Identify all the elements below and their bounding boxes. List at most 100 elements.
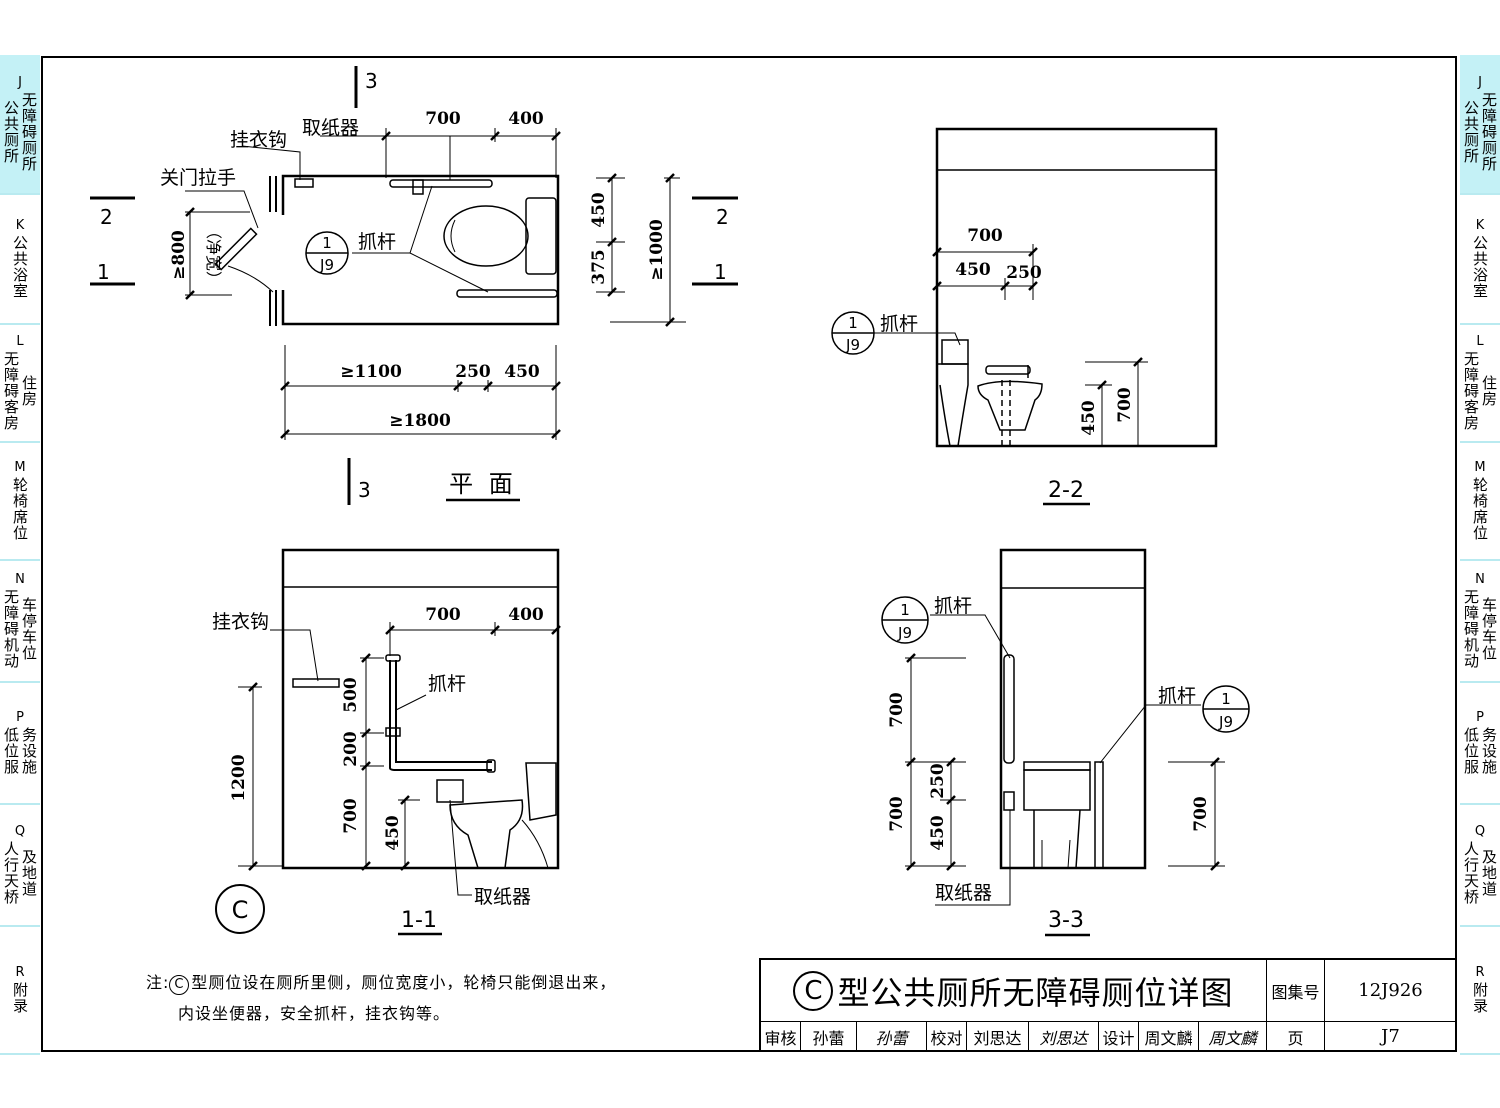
drawing-frame: [41, 56, 1457, 1052]
tab-letter: K: [1475, 218, 1485, 233]
plan-paper-holder-label: 取纸器: [302, 117, 359, 139]
note-prefix: 注:: [146, 973, 170, 992]
plan-dim-right-a: 450: [589, 192, 609, 228]
tab-letter: K: [15, 218, 25, 233]
tab-letter: N: [1475, 572, 1485, 587]
left-tab-m[interactable]: M 轮椅席位: [0, 443, 40, 561]
right-tab-k[interactable]: K 公共浴室: [1460, 195, 1500, 325]
sec33-ref-a-top: 1: [900, 601, 910, 619]
plan-coat-hook-label: 挂衣钩: [230, 129, 287, 151]
atlas-label: 图集号: [1267, 960, 1325, 1022]
plan-dim-top-a: 700: [425, 109, 461, 129]
section-2-2: [831, 127, 1218, 506]
plan-dim-bot-a: ≥1100: [340, 362, 402, 382]
type-c-letter: C: [232, 896, 249, 924]
sec33-dim-right-700: 700: [1191, 796, 1211, 832]
right-tab-q[interactable]: Q 及地道人行天桥: [1460, 805, 1500, 927]
checker-signature: 刘思达: [1029, 1022, 1099, 1052]
tab-letter: R: [15, 965, 25, 980]
tab-label: 及地道人行天桥: [2, 841, 38, 905]
sec22-dim-e: 700: [1115, 387, 1135, 423]
tab-letter: R: [1475, 965, 1485, 980]
checker-name: 刘思达: [967, 1022, 1029, 1052]
tab-label: 轮椅席位: [1471, 477, 1489, 541]
sec33-dim-250: 250: [928, 763, 948, 799]
right-tab-r[interactable]: R 附录: [1460, 927, 1500, 1055]
design-label: 设计: [1099, 1022, 1139, 1052]
sec33-dim-700b: 700: [887, 796, 907, 832]
tab-label: 车停车位无障碍机动: [2, 589, 38, 669]
tab-label-column: 公共浴室: [1471, 235, 1489, 299]
sec11-paper-holder: [436, 779, 464, 803]
left-tab-q[interactable]: Q 及地道人行天桥: [0, 805, 40, 927]
title-block: C 型公共厕所无障碍厕位详图 图集号 12J926 审核 孙蕾 孙蕾 校对 刘思…: [759, 958, 1457, 1052]
tab-label-column: 低位服: [1462, 727, 1480, 775]
tab-label: 无障碍厕所公共厕所: [1462, 92, 1498, 172]
tab-label-column: 务设施: [1480, 727, 1498, 775]
tab-label: 公共浴室: [1471, 235, 1489, 299]
tab-label-column: 车停车位: [20, 597, 38, 661]
sec22-outline: [935, 127, 1218, 448]
sec11-dim-500: 500: [341, 677, 361, 713]
tab-letter: L: [16, 334, 24, 349]
plan-toilet-bowl: [443, 205, 529, 267]
left-tab-r[interactable]: R 附录: [0, 927, 40, 1055]
tab-label-column: 公共浴室: [11, 235, 29, 299]
sec11-dim-top-b: 400: [508, 605, 544, 625]
tab-letter: L: [1476, 334, 1484, 349]
tab-label: 及地道人行天桥: [1462, 841, 1498, 905]
sec11-dim-top-a: 700: [425, 605, 461, 625]
tab-label: 轮椅席位: [11, 477, 29, 541]
sec33-outline: [999, 548, 1147, 870]
sec33-tank: [1023, 769, 1091, 811]
tab-label: 无障碍厕所公共厕所: [2, 92, 38, 172]
sec33-ref-b-top: 1: [1221, 690, 1231, 708]
sec11-dim-450: 450: [383, 815, 403, 851]
tab-letter: Q: [1474, 824, 1486, 839]
sec11-toilet: [449, 799, 524, 869]
sec22-title: 2-2: [1048, 478, 1084, 503]
tab-label: 附录: [1471, 982, 1489, 1014]
designer-signature: 周文麟: [1199, 1022, 1267, 1052]
sec22-ref-top: 1: [848, 314, 858, 332]
sec33-dim-450: 450: [928, 815, 948, 851]
tab-label-column: 人行天桥: [1462, 841, 1480, 905]
note-c-letter: C: [174, 977, 185, 992]
reviewer-name: 孙蕾: [801, 1022, 857, 1052]
plan-grab-bar-top: [389, 179, 493, 188]
tab-label: 住房无障碍客房: [1462, 351, 1498, 431]
tab-label-column: 车停车位: [1480, 597, 1498, 661]
review-label: 审核: [761, 1022, 801, 1052]
cut-mark-2-left: 2: [100, 205, 113, 229]
cut-mark-3-top: 3: [365, 69, 378, 93]
right-tab-l[interactable]: L 住房无障碍客房: [1460, 325, 1500, 443]
sec22-grab-bar-label: 抓杆: [880, 313, 918, 335]
sec33-grab-bar-label-b: 抓杆: [1158, 685, 1196, 707]
check-label: 校对: [927, 1022, 967, 1052]
tab-letter: M: [14, 460, 26, 475]
tab-label-column: 及地道: [20, 849, 38, 897]
tab-label-column: 人行天桥: [2, 841, 20, 905]
left-tab-k[interactable]: K 公共浴室: [0, 195, 40, 325]
tab-label-column: 轮椅席位: [1471, 477, 1489, 541]
sec11-outline: [281, 548, 560, 870]
cut-mark-3-bottom: 3: [358, 478, 371, 502]
tab-label: 公共浴室: [11, 235, 29, 299]
cut-mark-2-right: 2: [716, 205, 729, 229]
sec33-grab-bar-right: [1094, 761, 1104, 869]
cut-mark-1-right: 1: [714, 260, 727, 284]
tab-letter: Q: [14, 824, 26, 839]
sec11-dim-700: 700: [341, 798, 361, 834]
tab-label-column: 附录: [11, 982, 29, 1014]
